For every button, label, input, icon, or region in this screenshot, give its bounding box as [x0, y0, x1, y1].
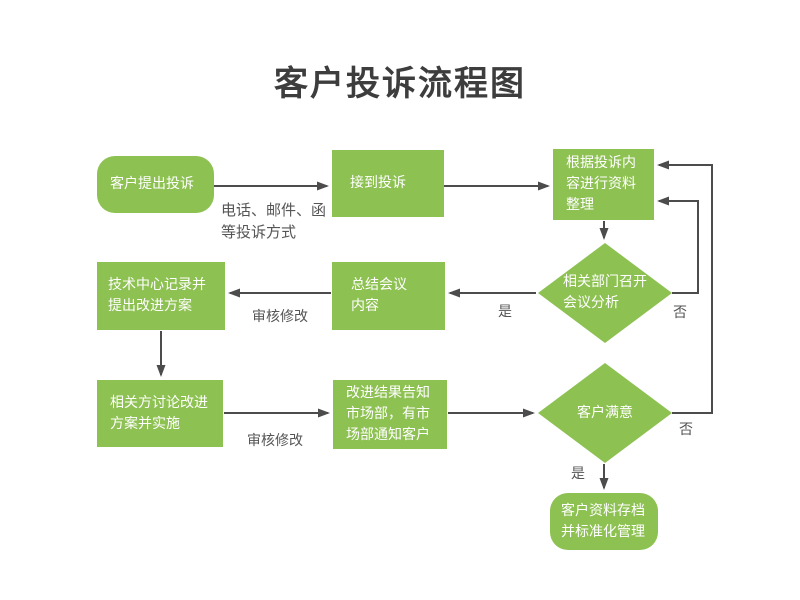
node-archive-label: 客户资料存档 并标准化管理 [561, 502, 645, 540]
edge-label-no-meeting: 否 [673, 305, 687, 321]
node-start-label: 客户提出投诉 [110, 176, 194, 192]
node-notify-label: 改进结果告知 市场部，有市 场部通知客户 [346, 385, 430, 443]
edge-label-complaint-methods: 电话、邮件、函 等投诉方式 [221, 201, 327, 241]
node-meeting-label: 相关部门召开 会议分析 [563, 274, 647, 311]
node-organize: 根据投诉内 容进行资料 整理 [553, 149, 654, 220]
edge-label-yes-satisfied: 是 [571, 466, 585, 482]
edge-label-review-modify-1: 审核修改 [252, 309, 308, 325]
node-record-label: 技术中心记录并 提出改进方案 [108, 277, 206, 314]
node-record: 技术中心记录并 提出改进方案 [97, 262, 225, 330]
edge-label-no-satisfied: 否 [679, 422, 693, 438]
node-archive: 客户资料存档 并标准化管理 [550, 493, 658, 550]
edge-label-review-modify-2: 审核修改 [247, 433, 303, 449]
page-title: 客户投诉流程图 [274, 64, 526, 104]
node-discuss: 相关方讨论改进 方案并实施 [97, 380, 223, 447]
node-discuss-label: 相关方讨论改进 方案并实施 [110, 394, 208, 432]
connector-meeting-no-loop [657, 196, 699, 294]
node-receive: 接到投诉 [332, 150, 444, 217]
node-organize-label: 根据投诉内 容进行资料 整理 [566, 155, 636, 213]
node-summarize: 总结会议 内容 [332, 262, 445, 330]
node-receive-label: 接到投诉 [350, 175, 406, 191]
node-notify: 改进结果告知 市场部，有市 场部通知客户 [333, 380, 447, 449]
node-satisfied-label: 客户满意 [577, 404, 633, 421]
edge-label-yes-meeting: 是 [498, 304, 512, 320]
connector-satisfied-no-loop [657, 160, 713, 414]
node-summarize-label: 总结会议 内容 [351, 277, 407, 314]
node-start: 客户提出投诉 [97, 156, 214, 213]
